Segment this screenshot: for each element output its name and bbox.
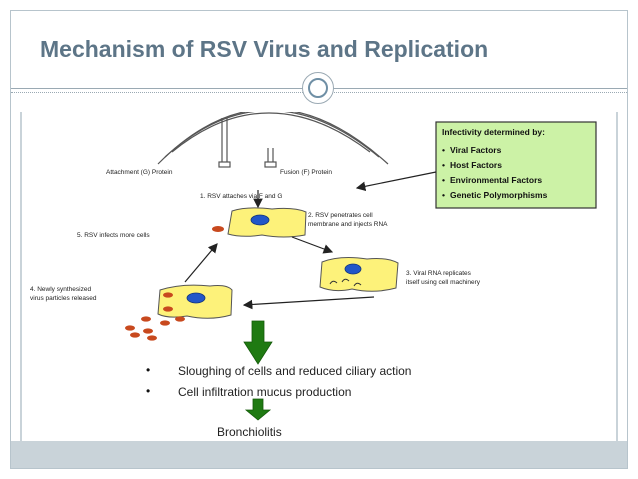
virus-particle-icon <box>163 292 173 298</box>
host-cell-2 <box>319 257 399 292</box>
arrow-replicate <box>242 296 375 310</box>
infectivity-box <box>435 121 597 209</box>
down-arrow-icon <box>243 320 273 365</box>
infectivity-bullet-icon: • <box>442 160 445 170</box>
released-virus-particles <box>125 316 185 341</box>
slide-footer-band <box>11 441 627 468</box>
arrow-box-to-cycle <box>355 171 437 192</box>
slide-title: Mechanism of RSV Virus and Replication <box>40 36 489 62</box>
infectivity-bullet-icon: • <box>442 175 445 185</box>
result-label: Bronchiolitis <box>217 425 282 439</box>
viral-rna-icon <box>353 282 362 287</box>
down-arrow-icon <box>244 398 272 421</box>
attachment-protein-label: Attachment (G) Protein <box>106 169 173 176</box>
step-4-label-line2: virus particles released <box>30 295 97 302</box>
arrow-reinfect <box>184 243 218 283</box>
fusion-protein-icon <box>264 148 277 168</box>
step-3-label-line1: 3. Viral RNA replicates <box>406 270 472 277</box>
rsv-diagram: Attachment (G) Protein Fusion (F) Protei… <box>20 108 618 442</box>
step-2-label-line1: 2. RSV penetrates cell <box>308 212 373 219</box>
step-2-label-line2: membrane and injects RNA <box>308 221 388 228</box>
ring-ornament-icon <box>302 72 334 104</box>
virus-particle-icon <box>163 306 173 312</box>
outcome-bullet-icon: • <box>146 363 150 377</box>
infectivity-item: Viral Factors <box>450 145 502 155</box>
diagram-canvas: Attachment (G) Protein Fusion (F) Protei… <box>30 108 597 439</box>
host-cell-3 <box>157 284 233 319</box>
nucleus-icon <box>344 263 362 275</box>
virus-particle-icon <box>212 226 224 232</box>
outcome-bullet-icon: • <box>146 384 150 398</box>
infectivity-heading: Infectivity determined by: <box>442 127 545 137</box>
step-1-label: 1. RSV attaches via F and G <box>200 193 282 200</box>
nucleus-icon <box>186 292 206 304</box>
infectivity-item: Environmental Factors <box>450 175 542 185</box>
attachment-protein-icon <box>218 118 231 168</box>
infectivity-item: Genetic Polymorphisms <box>450 190 548 200</box>
step-5-label: 5. RSV infects more cells <box>77 232 150 239</box>
viral-rna-icon <box>341 278 350 283</box>
infectivity-item: Host Factors <box>450 160 502 170</box>
fusion-protein-label: Fusion (F) Protein <box>280 169 332 176</box>
infectivity-bullet-icon: • <box>442 190 445 200</box>
step-3-label-line2: itself using cell machinery <box>406 279 481 286</box>
viral-rna-icon <box>329 280 338 285</box>
outcome-item-1: Sloughing of cells and reduced ciliary a… <box>178 364 411 378</box>
host-cell-1 <box>227 207 307 238</box>
arrow-penetrate <box>291 236 334 254</box>
nucleus-icon <box>250 214 270 226</box>
infectivity-bullet-icon: • <box>442 145 445 155</box>
step-4-label-line1: 4. Newly synthesized <box>30 286 91 293</box>
outcome-item-2: Cell infiltration mucus production <box>178 385 351 399</box>
